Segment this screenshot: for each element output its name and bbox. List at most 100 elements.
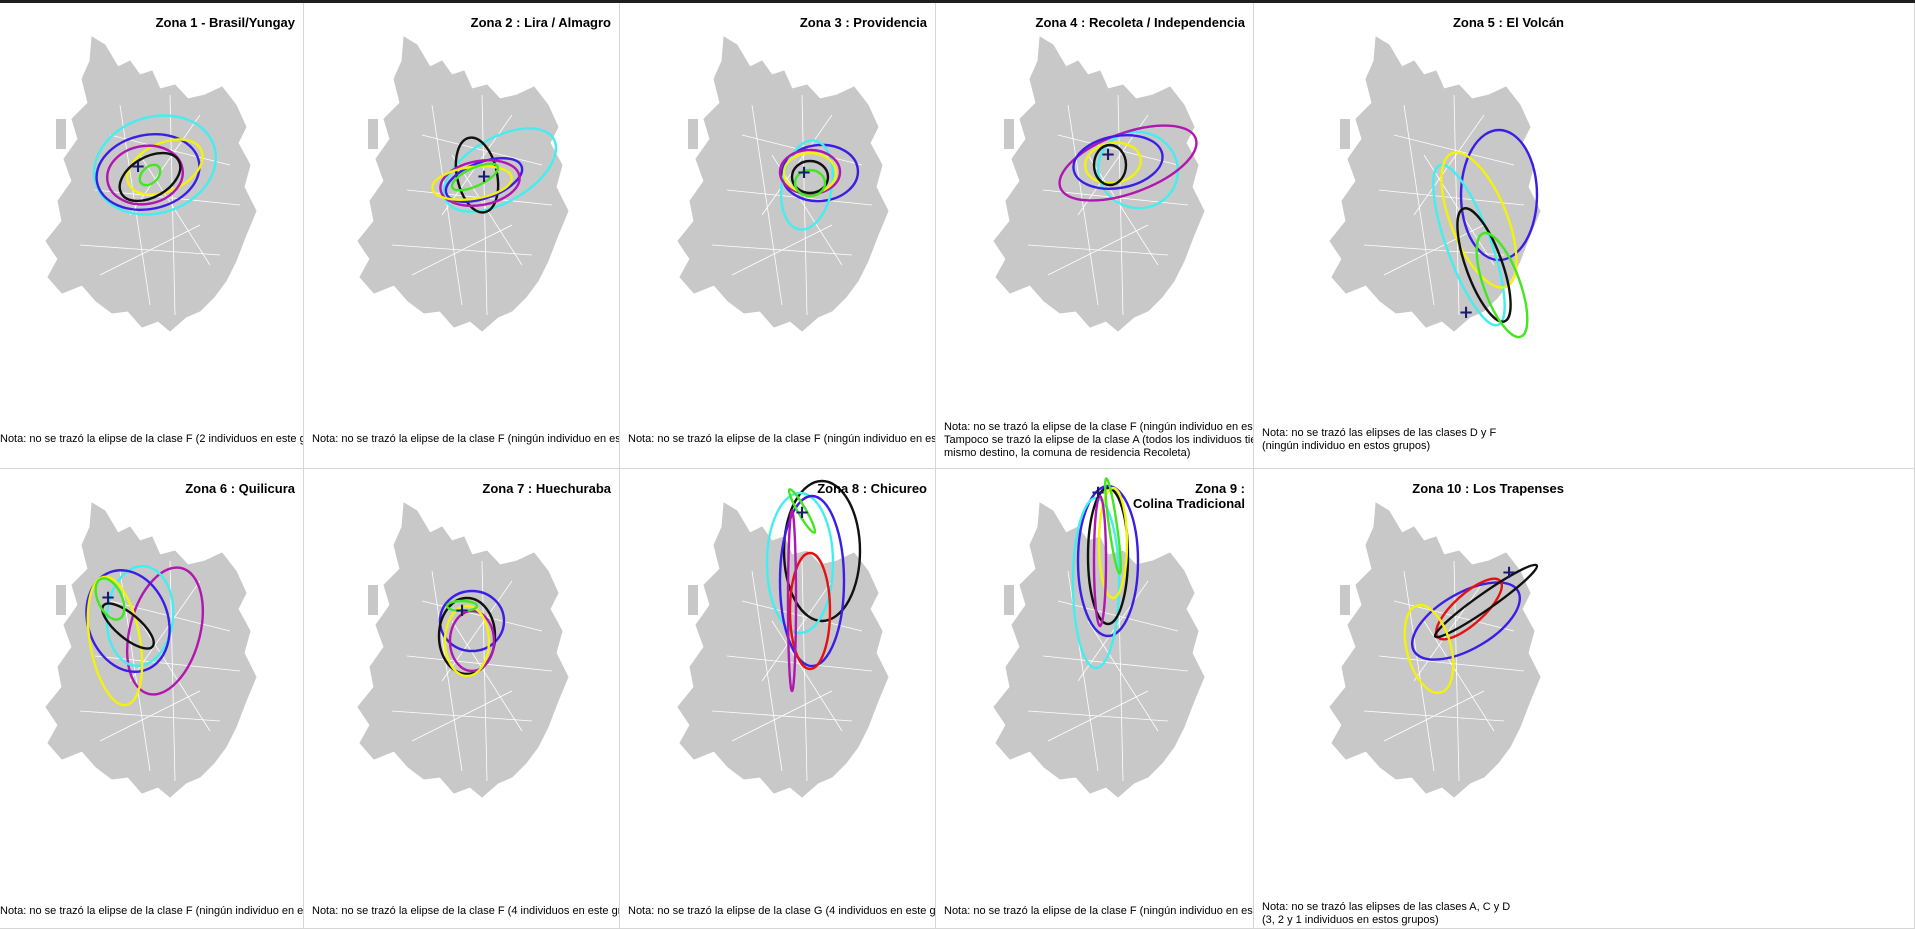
zone-panel-1: + Zona 1 - Brasil/Yungay Nota: no se tra…: [0, 3, 304, 469]
enclave-shape: [368, 119, 378, 149]
zone-title: Zona 7 : Huechuraba: [482, 481, 611, 496]
zone-panel-5: + Zona 5 : El Volcán Nota: no se trazó l…: [1254, 3, 1915, 469]
zone-map: +: [677, 479, 889, 798]
ellipse-blue: [444, 157, 524, 203]
origin-marker: +: [130, 156, 145, 177]
enclave-shape: [688, 585, 698, 615]
origin-marker: +: [100, 587, 115, 608]
commune-boundary: [731, 690, 833, 742]
commune-boundary: [801, 560, 808, 782]
zone-title-line: Zona 8 : Chicureo: [817, 481, 927, 496]
commune-boundary: [99, 690, 201, 742]
enclave-shape: [688, 119, 698, 149]
zone-panel-3: + Zona 3 : Providencia Nota: no se trazó…: [620, 3, 936, 469]
zone-note-line: mismo destino, la comuna de residencia R…: [944, 447, 1191, 459]
enclave-shape: [1004, 585, 1014, 615]
zone-map: +: [993, 477, 1205, 798]
commune-boundary: [1423, 154, 1495, 266]
zone-title-line: Zona 9 :: [1195, 481, 1245, 496]
ellipse-yellow: [1097, 486, 1129, 600]
zone-title-line: Zona 1 - Brasil/Yungay: [155, 15, 295, 30]
enclave-shape: [368, 585, 378, 615]
commune-boundary: [751, 104, 783, 306]
commune-boundary: [481, 560, 488, 782]
zone-note-line: (3, 2 y 1 individuos en estos grupos): [1262, 914, 1439, 926]
zone-note: Nota: no se trazó la elipse de la clase …: [628, 905, 936, 918]
ellipse-black: [437, 596, 497, 676]
commune-boundary: [1087, 620, 1159, 732]
origin-marker: +: [476, 166, 491, 187]
ellipse-magenta: [126, 566, 204, 696]
top-border: [0, 0, 1915, 3]
commune-boundary: [731, 224, 833, 276]
ellipse-magenta: [786, 509, 798, 693]
zones-grid: + Zona 1 - Brasil/Yungay Nota: no se tra…: [0, 3, 1915, 929]
ellipse-cyan: [442, 127, 558, 213]
zone-map: +: [993, 36, 1205, 332]
commune-boundary: [139, 620, 211, 732]
commune-boundary: [1453, 560, 1460, 782]
zone-note-line: Nota: no se trazó la elipse de la clase …: [944, 421, 1253, 433]
zone-title: Zona 8 : Chicureo: [817, 481, 927, 496]
ellipse-blue: [1410, 581, 1522, 661]
ellipse-black: [101, 602, 155, 650]
zone-title-line: Zona 5 : El Volcán: [1452, 15, 1564, 30]
commune-boundary: [451, 620, 523, 732]
zone-title: Zona 6 : Quilicura: [185, 481, 295, 496]
ellipse-green: [450, 162, 500, 192]
zone-note-line: Nota: no se trazó la elipse de la clase …: [628, 905, 936, 917]
ellipse-yellow: [431, 165, 513, 201]
commune-boundary: [1413, 580, 1485, 682]
zone-note: Nota: no se trazó las elipses de las cla…: [1262, 901, 1510, 927]
zone-title-line: Colina Tradicional: [1133, 496, 1245, 511]
zone-map: +: [1329, 502, 1541, 798]
ellipse-magenta: [439, 159, 521, 207]
zone-note: Nota: no se trazó la elipse de la clase …: [944, 421, 1253, 460]
origin-marker: +: [1100, 144, 1115, 165]
zone-panel-10: + Zona 10 : Los Trapenses Nota: no se tr…: [1254, 469, 1915, 929]
zone-note: Nota: no se trazó las elipses de las cla…: [1262, 427, 1496, 453]
ellipse-yellow: [86, 575, 144, 707]
commune-boundary: [751, 570, 783, 772]
zone-note-line: Nota: no se trazó las elipses de las cla…: [1262, 427, 1497, 439]
ellipse-green: [793, 168, 827, 198]
zone-title-line: Zona 3 : Providencia: [799, 15, 927, 30]
ellipse-black: [1456, 207, 1512, 323]
zone-panel-9: + Zona 9 : Colina Tradicional Nota: no s…: [936, 469, 1254, 929]
enclave-shape: [1340, 119, 1350, 149]
zone-panel-4: + Zona 4 : Recoleta / Independencia Nota…: [936, 3, 1254, 469]
zone-map: +: [45, 36, 257, 332]
ellipse-blue: [1459, 128, 1539, 262]
ellipse-blue: [95, 133, 201, 211]
ellipse-green: [94, 577, 126, 621]
ellipse-blue: [1072, 134, 1164, 190]
zone-note-line: Nota: no se trazó la elipse de la clase …: [0, 433, 304, 445]
zone-note: Nota: no se trazó la elipse de la clase …: [0, 433, 304, 446]
commune-boundary: [801, 94, 808, 316]
zone-title-line: Zona 7 : Huechuraba: [482, 481, 611, 496]
zone-note-line: Nota: no se trazó la elipse de la clase …: [312, 433, 620, 445]
ellipse-green: [787, 488, 817, 534]
zone-title: Zona 3 : Providencia: [800, 15, 927, 30]
zone-map: +: [357, 36, 569, 332]
zone-note: Nota: no se trazó la elipse de la clase …: [628, 433, 935, 446]
city-silhouette: [993, 502, 1205, 798]
zone-title-line: Zona 6 : Quilicura: [185, 481, 295, 496]
zone-note: Nota: no se trazó la elipse de la clase …: [312, 905, 619, 918]
zone-note: Nota: no se trazó la elipse de la clase …: [0, 905, 304, 918]
zone-note-line: Nota: no se trazó la elipse de la clase …: [0, 905, 304, 917]
ellipse-yellow: [1403, 603, 1455, 695]
commune-boundary: [1383, 690, 1485, 742]
city-silhouette: [45, 502, 257, 798]
ellipse-black: [1086, 486, 1130, 626]
zone-panel-2: + Zona 2 : Lira / Almagro Nota: no se tr…: [304, 3, 620, 469]
ellipse-yellow: [1440, 151, 1518, 289]
zone-title-line: Zona 10 : Los Trapenses: [1412, 481, 1564, 496]
ellipse-black: [782, 479, 862, 623]
commune-boundary: [129, 114, 201, 216]
origin-marker: +: [796, 162, 811, 183]
zone-panel-8: + Zona 8 : Chicureo Nota: no se trazó la…: [620, 469, 936, 929]
ellipse-green: [138, 163, 162, 187]
origin-marker: +: [794, 502, 809, 523]
commune-boundary: [421, 134, 543, 166]
